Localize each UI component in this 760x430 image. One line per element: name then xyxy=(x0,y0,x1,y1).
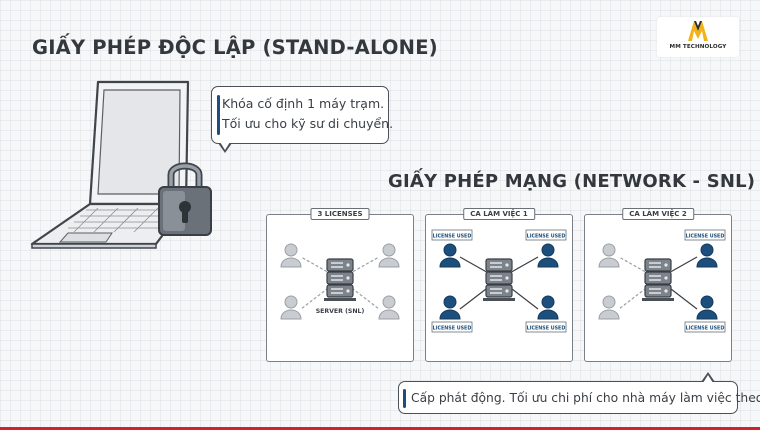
logo: MM TECHNOLOGY xyxy=(657,17,739,57)
server-icon xyxy=(642,258,674,301)
mm-logo-icon xyxy=(688,21,708,41)
logo-text: MM TECHNOLOGY xyxy=(669,44,727,50)
license-used-badge: LICENSE USED xyxy=(684,229,726,241)
panel-shift-1: LICENSE USED LICENSE USED LICENSE USED LICE… xyxy=(425,208,573,362)
connection-line xyxy=(618,278,659,310)
user-icon xyxy=(537,295,559,320)
standalone-bubble-line-1: Khóa cố định 1 máy trạm. xyxy=(222,96,385,111)
padlock-icon xyxy=(158,162,212,236)
standalone-title: GIẤY PHÉP ĐỘC LẬP (STAND-ALONE) xyxy=(32,36,438,59)
user-icon xyxy=(439,243,461,268)
user-icon xyxy=(537,243,559,268)
license-used-badge: LICENSE USED xyxy=(431,321,473,333)
connection-line xyxy=(300,278,341,310)
network-bubble: Cấp phát động. Tối ưu chi phí cho nhà má… xyxy=(398,372,760,414)
network-bubble-text: Cấp phát động. Tối ưu chi phí cho nhà má… xyxy=(411,391,760,405)
svg-text:LICENSE USED: LICENSE USED xyxy=(433,325,472,331)
panel-label: 3 LICENSES xyxy=(310,208,370,220)
svg-text:LICENSE USED: LICENSE USED xyxy=(527,325,566,331)
panel-3-licenses: SERVER (SNL) 3 LICENSES xyxy=(266,208,414,362)
license-used-badge: LICENSE USED xyxy=(525,229,567,241)
license-used-badge: LICENSE USED xyxy=(431,229,473,241)
svg-text:LICENSE USED: LICENSE USED xyxy=(433,233,472,239)
user-icon xyxy=(378,295,400,320)
panel-label: CA LÀM VIỆC 1 xyxy=(463,208,535,220)
svg-text:LICENSE USED: LICENSE USED xyxy=(527,233,566,239)
user-icon xyxy=(598,243,620,268)
user-icon xyxy=(696,295,718,320)
panel-label: CA LÀM VIỆC 2 xyxy=(622,208,694,220)
connection-line xyxy=(339,278,380,310)
laptop-icon xyxy=(30,80,190,249)
svg-text:LICENSE USED: LICENSE USED xyxy=(686,233,725,239)
svg-text:LICENSE USED: LICENSE USED xyxy=(686,325,725,331)
standalone-bubble: Khóa cố định 1 máy trạm. Tối ưu cho kỹ s… xyxy=(211,86,394,153)
license-used-badge: LICENSE USED xyxy=(684,321,726,333)
user-icon xyxy=(598,295,620,320)
user-icon xyxy=(439,295,461,320)
network-title: GIẤY PHÉP MẠNG (NETWORK - SNL) xyxy=(388,171,756,192)
bottom-accent-bar xyxy=(0,427,760,430)
user-icon xyxy=(280,243,302,268)
panel-shift-2: LICENSE USED LICENSE USED CA LÀM VIỆC 2 xyxy=(584,208,732,362)
user-icon xyxy=(378,243,400,268)
user-icon xyxy=(696,243,718,268)
server-icon xyxy=(324,258,356,301)
bubble-accent xyxy=(217,95,220,135)
user-icon xyxy=(280,295,302,320)
license-used-badge: LICENSE USED xyxy=(525,321,567,333)
bubble-accent xyxy=(403,389,406,408)
server-label: SERVER (SNL) xyxy=(316,308,365,315)
server-icon xyxy=(483,258,515,301)
standalone-bubble-line-2: Tối ưu cho kỹ sư di chuyển. xyxy=(222,116,394,131)
